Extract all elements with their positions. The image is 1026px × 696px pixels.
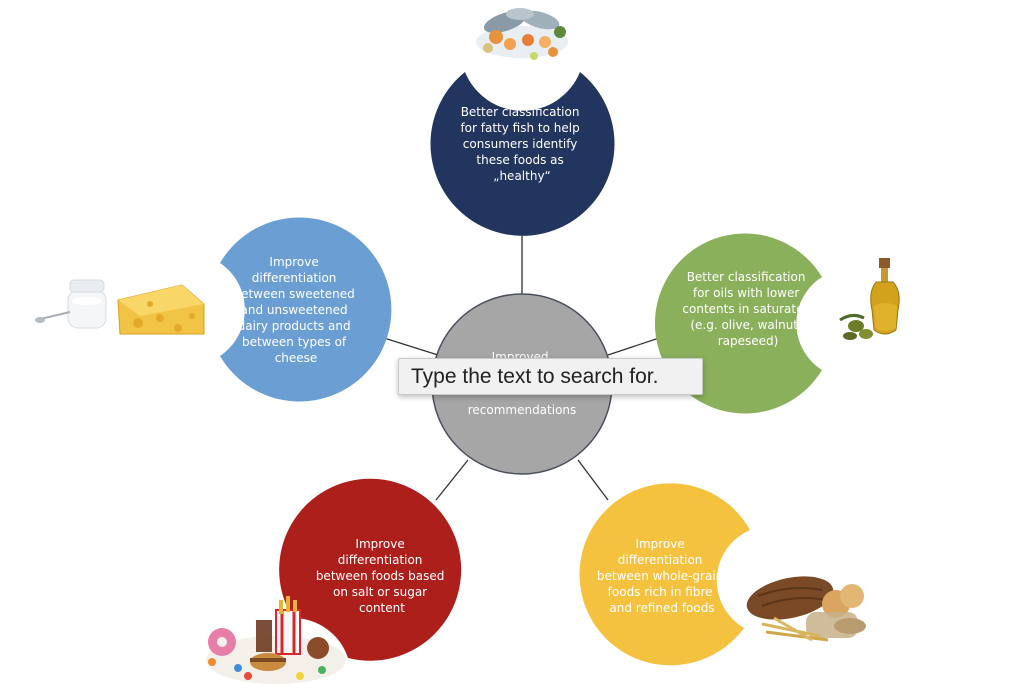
yogurt-and-cheese-picture	[35, 279, 205, 335]
connector-wholegrain	[577, 459, 609, 501]
connector-salt-sugar	[435, 459, 469, 501]
node-fatty-fish: Better classification for fatty fish to …	[430, 72, 615, 236]
node-wholegrain: Improve differentiation between whole-gr…	[579, 483, 750, 666]
connectors	[383, 236, 660, 501]
node-salt-sugar-label: Improve differentiation between foods ba…	[316, 537, 448, 615]
node-wholegrain-circle	[579, 483, 750, 666]
node-wholegrain-label: Improve differentiation between whole-gr…	[597, 537, 727, 615]
sweets-and-fast-food-picture	[206, 596, 346, 684]
olive-oil-bottle-picture	[839, 258, 900, 340]
node-fatty-fish-label: Better classification for fatty fish to …	[460, 105, 583, 183]
search-tooltip: Type the text to search for.	[398, 358, 703, 395]
connector-oils	[607, 337, 660, 356]
node-salt-sugar-circle	[279, 478, 462, 661]
node-dairy-circle	[220, 217, 392, 402]
connector-dairy	[383, 337, 439, 356]
bread-and-pasta-picture	[746, 576, 866, 642]
node-dairy: Improve differentiation between sweetene…	[220, 217, 392, 402]
node-salt-sugar: Improve differentiation between foods ba…	[279, 478, 462, 661]
node-dairy-label: Improve differentiation between sweetene…	[233, 255, 358, 365]
node-oils-label: Better classification for oils with lowe…	[682, 270, 813, 348]
node-fatty-fish-circle	[430, 72, 615, 236]
seafood-platter-picture	[476, 8, 568, 60]
